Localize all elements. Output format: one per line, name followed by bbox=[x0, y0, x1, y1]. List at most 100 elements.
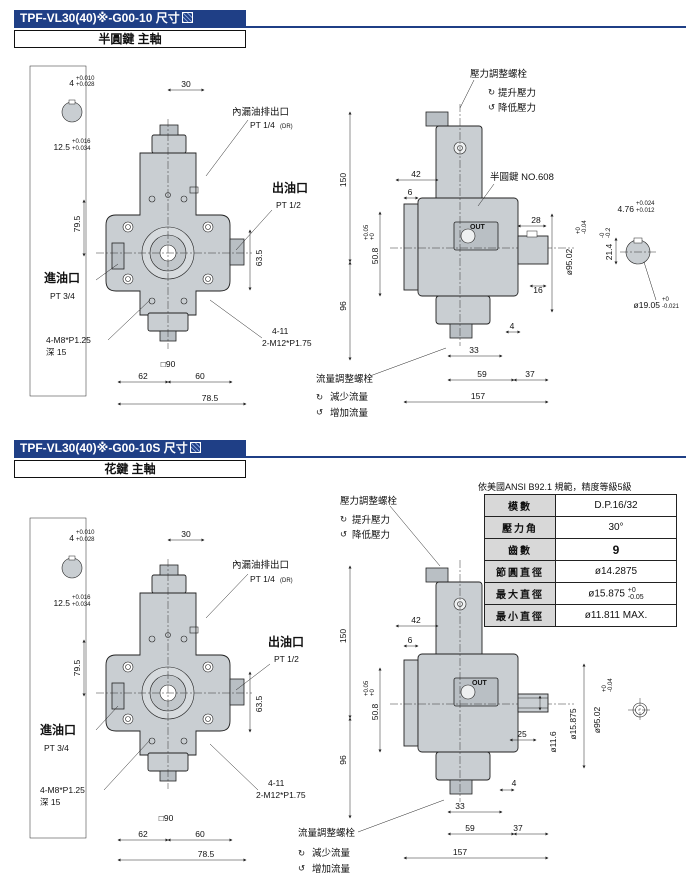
front-dims-2: 30 79.5 63.5 □90 62 60 78.5 bbox=[72, 529, 264, 862]
section-2-subtitle: 花鍵 主軸 bbox=[14, 460, 246, 478]
svg-text:+0.028: +0.028 bbox=[76, 537, 95, 543]
flow-adjust-label: 流量調整螺栓 bbox=[316, 373, 374, 385]
svg-text:PT 1/4: PT 1/4 bbox=[250, 120, 275, 130]
svg-text:PT 1/4: PT 1/4 bbox=[250, 574, 275, 584]
section-1-rule bbox=[14, 26, 686, 28]
svg-text:-0.2: -0.2 bbox=[606, 227, 612, 238]
svg-text:4-11: 4-11 bbox=[268, 778, 285, 788]
front-view-2 bbox=[95, 558, 253, 790]
dimension-icon bbox=[181, 12, 193, 23]
svg-text:+0: +0 bbox=[662, 297, 670, 303]
outlet-port-label: 出油口 bbox=[272, 180, 308, 195]
svg-text:+0: +0 bbox=[370, 232, 376, 240]
svg-text:4: 4 bbox=[69, 533, 74, 543]
svg-text:150: 150 bbox=[338, 629, 348, 643]
svg-text:21.4: 21.4 bbox=[604, 243, 614, 260]
svg-text:OUT: OUT bbox=[472, 680, 488, 687]
svg-text:12.5: 12.5 bbox=[53, 598, 70, 608]
svg-text:+0: +0 bbox=[576, 226, 582, 234]
spline-end-view bbox=[628, 698, 652, 722]
svg-text:+0.010: +0.010 bbox=[76, 76, 95, 82]
svg-text:96: 96 bbox=[338, 755, 348, 765]
section-2-rule bbox=[14, 456, 686, 458]
svg-text:(DR): (DR) bbox=[280, 124, 293, 130]
svg-text:62: 62 bbox=[138, 371, 148, 381]
svg-text:4: 4 bbox=[510, 321, 515, 331]
dimension-icon bbox=[189, 442, 201, 453]
rotate-cw-icon: ↻ bbox=[298, 848, 305, 858]
svg-text:PT 3/4: PT 3/4 bbox=[44, 743, 69, 753]
svg-text:(DR): (DR) bbox=[280, 578, 293, 584]
svg-text:降低壓力: 降低壓力 bbox=[352, 529, 390, 541]
svg-text:6: 6 bbox=[408, 635, 413, 645]
svg-text:ø95.02: ø95.02 bbox=[592, 706, 602, 733]
svg-text:深 15: 深 15 bbox=[40, 797, 61, 807]
svg-text:62: 62 bbox=[138, 829, 148, 839]
svg-text:59: 59 bbox=[465, 823, 475, 833]
side-labels-1: 壓力調整螺栓 ↻ 提升壓力 ↺ 降低壓力 半圓鍵 NO.608 流量調整螺栓 ↻… bbox=[316, 68, 554, 419]
svg-text:-0.021: -0.021 bbox=[662, 304, 680, 310]
svg-text:25: 25 bbox=[517, 729, 527, 739]
svg-text:出油口: 出油口 bbox=[268, 634, 304, 649]
svg-text:37: 37 bbox=[525, 369, 535, 379]
front-labels-1: 內漏油排出口 PT 1/4 (DR) 出油口 PT 1/2 進油口 PT 3/4… bbox=[44, 106, 312, 357]
rotate-ccw-icon: ↺ bbox=[488, 102, 495, 112]
spline-spec-caption: 依美國ANSI B92.1 規範，精度等級5級 bbox=[478, 482, 632, 492]
svg-text:78.5: 78.5 bbox=[198, 849, 215, 859]
drain-port-label: 內漏油排出口 bbox=[232, 106, 289, 118]
svg-text:+0.016: +0.016 bbox=[72, 139, 91, 145]
svg-text:減少流量: 減少流量 bbox=[330, 391, 369, 403]
svg-text:PT 1/2: PT 1/2 bbox=[274, 654, 299, 664]
keyway-detail-1: 4 +0.010 +0.028 12.5 +0.016 +0.034 bbox=[29, 65, 95, 397]
svg-text:+0.034: +0.034 bbox=[72, 602, 91, 608]
svg-text:□90: □90 bbox=[159, 813, 174, 823]
svg-text:+0.012: +0.012 bbox=[636, 208, 655, 214]
svg-text:-0: -0 bbox=[600, 232, 606, 238]
svg-text:增加流量: 增加流量 bbox=[312, 863, 351, 875]
key-height-dim: 12.5 bbox=[53, 142, 70, 152]
rotate-cw-icon: ↻ bbox=[340, 514, 347, 524]
svg-text:4-M8*P1.25: 4-M8*P1.25 bbox=[46, 335, 91, 345]
svg-text:+0.016: +0.016 bbox=[72, 595, 91, 601]
svg-text:-0.04: -0.04 bbox=[582, 220, 588, 234]
side-labels-2: 壓力調整螺栓 ↻ 提升壓力 ↺ 降低壓力 流量調整螺栓 ↻ 減少流量 ↺ 增加流… bbox=[298, 495, 445, 875]
svg-text:50.8: 50.8 bbox=[370, 247, 380, 264]
svg-text:+0.028: +0.028 bbox=[76, 82, 95, 88]
svg-text:+0.034: +0.034 bbox=[72, 146, 91, 152]
svg-text:42: 42 bbox=[411, 615, 421, 625]
front-dims-1: 30 79.5 63.5 □90 62 60 78.5 bbox=[72, 79, 264, 406]
svg-text:降低壓力: 降低壓力 bbox=[498, 102, 536, 114]
svg-text:進油口: 進油口 bbox=[40, 722, 76, 737]
side-view-2: OUT bbox=[389, 559, 575, 803]
svg-text:28: 28 bbox=[531, 215, 541, 225]
svg-text:+0: +0 bbox=[602, 684, 608, 692]
svg-text:16: 16 bbox=[533, 285, 543, 295]
svg-text:+0.05: +0.05 bbox=[364, 224, 370, 240]
svg-text:2-M12*P1.75: 2-M12*P1.75 bbox=[262, 338, 312, 348]
svg-text:78.5: 78.5 bbox=[202, 393, 219, 403]
svg-text:4: 4 bbox=[512, 778, 517, 788]
svg-text:37: 37 bbox=[513, 823, 523, 833]
svg-text:ø15.875: ø15.875 bbox=[568, 708, 578, 739]
svg-text:79.5: 79.5 bbox=[72, 215, 82, 232]
svg-text:壓力調整螺栓: 壓力調整螺栓 bbox=[340, 495, 398, 507]
svg-text:內漏油排出口: 內漏油排出口 bbox=[232, 559, 289, 571]
rotate-cw-icon: ↻ bbox=[488, 87, 495, 97]
svg-text:4-11: 4-11 bbox=[272, 326, 289, 336]
svg-text:提升壓力: 提升壓力 bbox=[352, 514, 390, 526]
svg-text:59: 59 bbox=[477, 369, 487, 379]
rotate-ccw-icon: ↺ bbox=[340, 529, 347, 539]
keyway-detail-2: 4 +0.010 +0.028 12.5 +0.016 +0.034 bbox=[29, 517, 95, 839]
svg-text:60: 60 bbox=[195, 371, 205, 381]
svg-text:157: 157 bbox=[453, 847, 467, 857]
svg-text:+0.024: +0.024 bbox=[636, 201, 655, 207]
svg-text:ø19.05: ø19.05 bbox=[634, 300, 661, 310]
key-width-dim: 4 bbox=[69, 78, 74, 88]
svg-text:ø95.02: ø95.02 bbox=[564, 248, 574, 275]
section-2-title: TPF-VL30(40)※-G00-10S 尺寸 bbox=[14, 440, 246, 457]
svg-text:33: 33 bbox=[455, 801, 465, 811]
svg-text:OUT: OUT bbox=[470, 224, 486, 231]
